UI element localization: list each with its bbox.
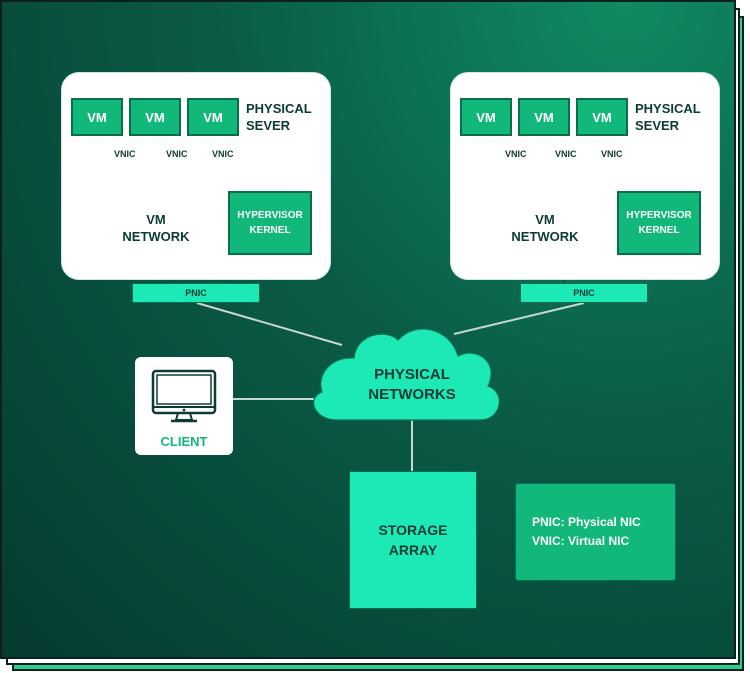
server-title: PHYSICAL SEVER <box>635 100 701 134</box>
vnic-label: VNIC <box>114 149 136 159</box>
vm-network-line1: VM <box>535 212 555 227</box>
legend-pnic: PNIC: Physical NIC <box>532 515 641 529</box>
vnic-label: VNIC <box>166 149 188 159</box>
physical-networks-line2: NETWORKS <box>368 386 456 403</box>
vm-network-line2: NETWORK <box>122 229 190 244</box>
storage-array-box: STORAGE ARRAY <box>349 471 477 609</box>
server-title-line1: PHYSICAL <box>635 101 701 116</box>
diagram-canvas: VM VM VM PHYSICAL SEVER VNIC VNIC VNIC V… <box>0 0 736 659</box>
hypervisor-line1: HYPERVISOR <box>626 210 692 221</box>
vm-box: VM <box>129 98 181 136</box>
physical-networks-line1: PHYSICAL <box>374 366 450 383</box>
vm-box: VM <box>576 98 628 136</box>
client-box: CLIENT <box>135 357 233 455</box>
vm-network-line1: VM <box>146 212 166 227</box>
server-title-line1: PHYSICAL <box>246 101 312 116</box>
pnic-to-network-link <box>453 302 585 335</box>
vnic-label: VNIC <box>212 149 234 159</box>
pnic-bar: PNIC <box>520 283 648 303</box>
pnic-bar: PNIC <box>132 283 260 303</box>
legend-vnic: VNIC: Virtual NIC <box>532 534 630 548</box>
hypervisor-line2: KERNEL <box>638 225 680 236</box>
physical-networks-cloud <box>313 328 500 421</box>
physical-networks-label: PHYSICAL NETWORKS <box>342 362 482 408</box>
vnic-label: VNIC <box>505 149 527 159</box>
hypervisor-line1: HYPERVISOR <box>237 210 303 221</box>
client-label: CLIENT <box>160 434 208 449</box>
vm-box: VM <box>518 98 570 136</box>
vm-network-label: VM NETWORK <box>499 208 591 248</box>
monitor-icon <box>151 369 217 423</box>
vm-box: VM <box>460 98 512 136</box>
vm-network-line2: NETWORK <box>511 229 579 244</box>
legend-box: PNIC: Physical NIC VNIC: Virtual NIC <box>515 483 676 581</box>
vnic-label: VNIC <box>555 149 577 159</box>
vnic-label: VNIC <box>601 149 623 159</box>
hypervisor-line2: KERNEL <box>249 225 291 236</box>
server-title: PHYSICAL SEVER <box>246 100 312 134</box>
storage-line1: STORAGE <box>378 522 448 538</box>
pnic-to-network-link <box>196 302 343 346</box>
vm-box: VM <box>71 98 123 136</box>
storage-line2: ARRAY <box>388 542 438 558</box>
vm-network-label: VM NETWORK <box>110 208 202 248</box>
server-title-line2: SEVER <box>246 118 291 133</box>
server-title-line2: SEVER <box>635 118 680 133</box>
hypervisor-kernel-box: HYPERVISOR KERNEL <box>617 191 701 255</box>
hypervisor-kernel-box: HYPERVISOR KERNEL <box>228 191 312 255</box>
vm-box: VM <box>187 98 239 136</box>
